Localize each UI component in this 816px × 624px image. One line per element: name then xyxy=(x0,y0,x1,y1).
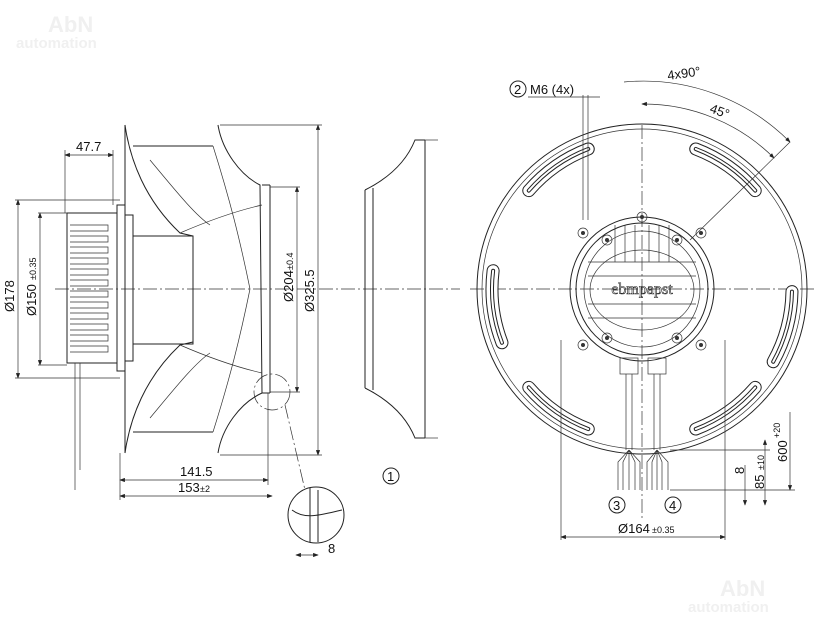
screw-hole xyxy=(695,339,707,351)
angle-dims: 4x90° 45° xyxy=(623,63,791,241)
svg-text:AbN: AbN xyxy=(720,576,765,601)
svg-text:2: 2 xyxy=(514,82,521,97)
callout-3: 3 xyxy=(608,496,626,514)
svg-text:Ø178: Ø178 xyxy=(2,280,17,312)
cooling-fin xyxy=(70,312,109,320)
dim-d325: Ø325.5 xyxy=(220,124,322,456)
svg-text:±0.4: ±0.4 xyxy=(285,253,295,270)
svg-text:±0.35: ±0.35 xyxy=(652,525,674,535)
cooling-fin xyxy=(70,235,109,243)
cooling-fin xyxy=(70,345,109,353)
cooling-fin xyxy=(70,334,109,342)
cooling-fin xyxy=(70,279,109,287)
side-view: 47.7 Ø178 Ø150 ±0.35 Ø204 ±0.4 Ø325.5 xyxy=(2,124,460,558)
svg-text:1: 1 xyxy=(387,469,394,484)
screw-hole xyxy=(601,234,613,246)
svg-text:4x90°: 4x90° xyxy=(666,63,701,83)
svg-text:Ø150: Ø150 xyxy=(24,284,39,316)
svg-text:M6 (4x): M6 (4x) xyxy=(530,82,574,97)
svg-text:47.7: 47.7 xyxy=(76,139,101,154)
screw-hole xyxy=(577,339,589,351)
svg-text:3: 3 xyxy=(613,498,620,513)
svg-text:85: 85 xyxy=(752,475,767,489)
front-view: ebmpapst 2 M6 (4x) 4x90° 45° xyxy=(470,63,816,540)
screw-hole xyxy=(636,211,648,223)
svg-text:153: 153 xyxy=(178,480,200,495)
screw-hole xyxy=(671,234,683,246)
svg-text:automation: automation xyxy=(688,599,769,616)
dim-d164: Ø164 ±0.35 xyxy=(560,340,726,540)
svg-text:±10: ±10 xyxy=(756,455,766,470)
screw-hole xyxy=(601,332,613,344)
svg-text:8: 8 xyxy=(328,541,335,556)
cooling-fin xyxy=(70,257,109,265)
watermark-bottom: AbN automation xyxy=(688,576,769,616)
brand-logo: ebmpapst xyxy=(611,281,673,298)
svg-text:8: 8 xyxy=(732,467,747,474)
dim-153: 153 ±2 xyxy=(119,480,273,499)
svg-text:141.5: 141.5 xyxy=(180,464,213,479)
svg-text:+20: +20 xyxy=(772,423,782,438)
callout-1: 1 xyxy=(382,467,400,485)
motor-face: ebmpapst xyxy=(569,211,715,362)
callout-4: 4 xyxy=(664,496,682,514)
dim-d178: Ø178 xyxy=(2,199,120,379)
cooling-fin xyxy=(70,290,109,298)
svg-text:45°: 45° xyxy=(708,101,732,122)
svg-text:Ø204: Ø204 xyxy=(281,270,296,302)
cooling-fin xyxy=(70,224,109,232)
dim-cable-lengths: 8 85 ±10 600 +20 xyxy=(670,412,795,506)
cables xyxy=(617,357,669,490)
cooling-fin xyxy=(70,246,109,254)
cooling-fin xyxy=(70,301,109,309)
svg-text:Ø325.5: Ø325.5 xyxy=(302,269,317,312)
screw-hole xyxy=(671,332,683,344)
svg-text:±0.35: ±0.35 xyxy=(28,258,38,280)
dim-47-7: 47.7 xyxy=(64,139,114,213)
screw-hole xyxy=(695,227,707,239)
cooling-fin xyxy=(70,268,109,276)
svg-text:AbN: AbN xyxy=(48,12,93,37)
svg-text:±2: ±2 xyxy=(200,484,210,494)
impeller-profile xyxy=(124,124,271,454)
dim-141-5: 141.5 xyxy=(119,393,269,500)
svg-text:Ø164: Ø164 xyxy=(618,521,650,536)
dim-d204: Ø204 ±0.4 xyxy=(270,186,300,393)
svg-text:600: 600 xyxy=(775,440,790,462)
dim-d150: Ø150 ±0.35 xyxy=(24,212,67,366)
cooling-fin xyxy=(70,323,109,331)
watermark-top: AbN automation xyxy=(16,12,97,52)
cable xyxy=(74,363,81,490)
inlet-ring xyxy=(364,139,438,439)
motor-body xyxy=(66,204,194,372)
thread-callout: 2 M6 (4x) xyxy=(509,80,600,220)
detail-view: 8 xyxy=(253,373,345,558)
screw-hole xyxy=(577,227,589,239)
svg-text:4: 4 xyxy=(669,498,676,513)
svg-text:automation: automation xyxy=(16,35,97,52)
